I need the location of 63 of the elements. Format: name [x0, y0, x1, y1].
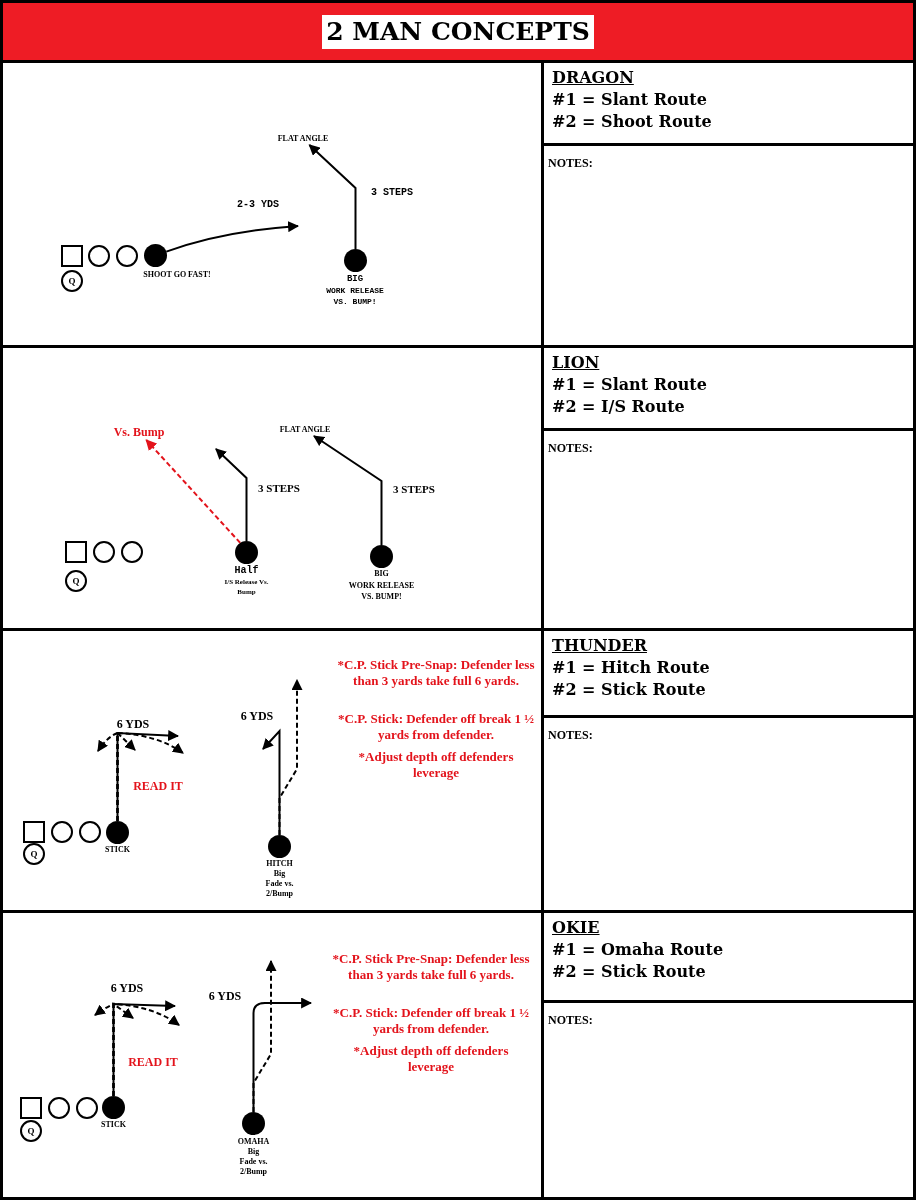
play-diagram-panel [0, 910, 544, 1200]
coaching-note: *C.P. Stick Pre-Snap: Defender less than 3 yards take full 6 yards. [336, 657, 536, 689]
route-label: Vs. Bump [107, 424, 171, 440]
route-label: FLAT ANGLE [265, 424, 345, 436]
notes-label: NOTES: [548, 1012, 593, 1029]
notes-box [541, 1000, 916, 1200]
play-name: THUNDER [552, 635, 647, 657]
notes-label: NOTES: [548, 440, 593, 457]
coaching-note: *Adjust depth off defenders leverage [352, 1043, 510, 1075]
player-note: Fade vs. 2/Bump [238, 1157, 269, 1177]
route-arrow [215, 448, 248, 542]
route-arrow [165, 221, 300, 253]
player-name: BIG [345, 274, 365, 284]
play-name: LION [552, 352, 600, 374]
route-arrow [313, 435, 383, 546]
dashed-route-arrow [145, 439, 242, 544]
coaching-note: *C.P. Stick: Defender off break 1 ½ yards from defender. [337, 711, 535, 743]
player-note: Big [272, 869, 287, 879]
title: 2 MAN CONCEPTS [322, 14, 594, 49]
notes-label: NOTES: [548, 155, 593, 172]
route-label: 3 STEPS [392, 482, 436, 497]
route-assignment: #2 = Shoot Route [552, 111, 712, 133]
player-note: WORK RELEASE VS. BUMP! [347, 580, 416, 602]
route-arrow [308, 144, 357, 250]
player-name: STICK [104, 845, 131, 855]
route-label: 3 STEPS [370, 186, 414, 200]
center-square [61, 245, 83, 267]
route-label: FLAT ANGLE [263, 133, 343, 145]
play-name: DRAGON [552, 67, 634, 89]
player-name: SHOOT GO FAST! [142, 270, 212, 280]
route-assignment: #1 = Slant Route [552, 89, 707, 111]
route-assignment: #2 = Stick Route [552, 679, 706, 701]
route-label: 2-3 YDS [236, 198, 280, 212]
route-label: 6 YDS [115, 716, 151, 733]
route-label: 6 YDS [109, 980, 145, 997]
route-assignment: #2 = Stick Route [552, 961, 706, 983]
coaching-note: *Adjust depth off defenders leverage [357, 749, 515, 781]
center-square [23, 821, 45, 843]
play-name: OKIE [552, 917, 600, 939]
route-label: 6 YDS [207, 988, 243, 1005]
player-name: BIG [373, 569, 390, 579]
dashed-route-arrow [278, 678, 303, 836]
route-assignment: #1 = Hitch Route [552, 657, 710, 679]
coaching-note: *C.P. Stick Pre-Snap: Defender less than 3 yards take full 6 yards. [331, 951, 531, 983]
route-assignment: #1 = Slant Route [552, 374, 707, 396]
notes-label: NOTES: [548, 727, 593, 744]
player-note: Fade vs. 2/Bump [264, 879, 295, 899]
route-label: 6 YDS [239, 708, 275, 725]
route-assignment: #1 = Omaha Route [552, 939, 724, 961]
player-name: STICK [100, 1120, 127, 1130]
center-square [20, 1097, 42, 1119]
player-name: HITCH [265, 859, 294, 869]
route-assignment: #2 = I/S Route [552, 396, 685, 418]
player-note: WORK RELEASE VS. BUMP! [325, 285, 385, 307]
center-square [65, 541, 87, 563]
coaching-note: READ IT [132, 778, 184, 795]
coaching-note: READ IT [127, 1054, 179, 1071]
player-name: Half [233, 566, 260, 576]
dashed-route-arrow [252, 959, 277, 1113]
coaching-note: *C.P. Stick: Defender off break 1 ½ yards from defender. [332, 1005, 530, 1037]
player-note: Big [246, 1147, 261, 1157]
route-label: 3 STEPS [257, 481, 301, 496]
player-name: OMAHA [236, 1137, 271, 1147]
